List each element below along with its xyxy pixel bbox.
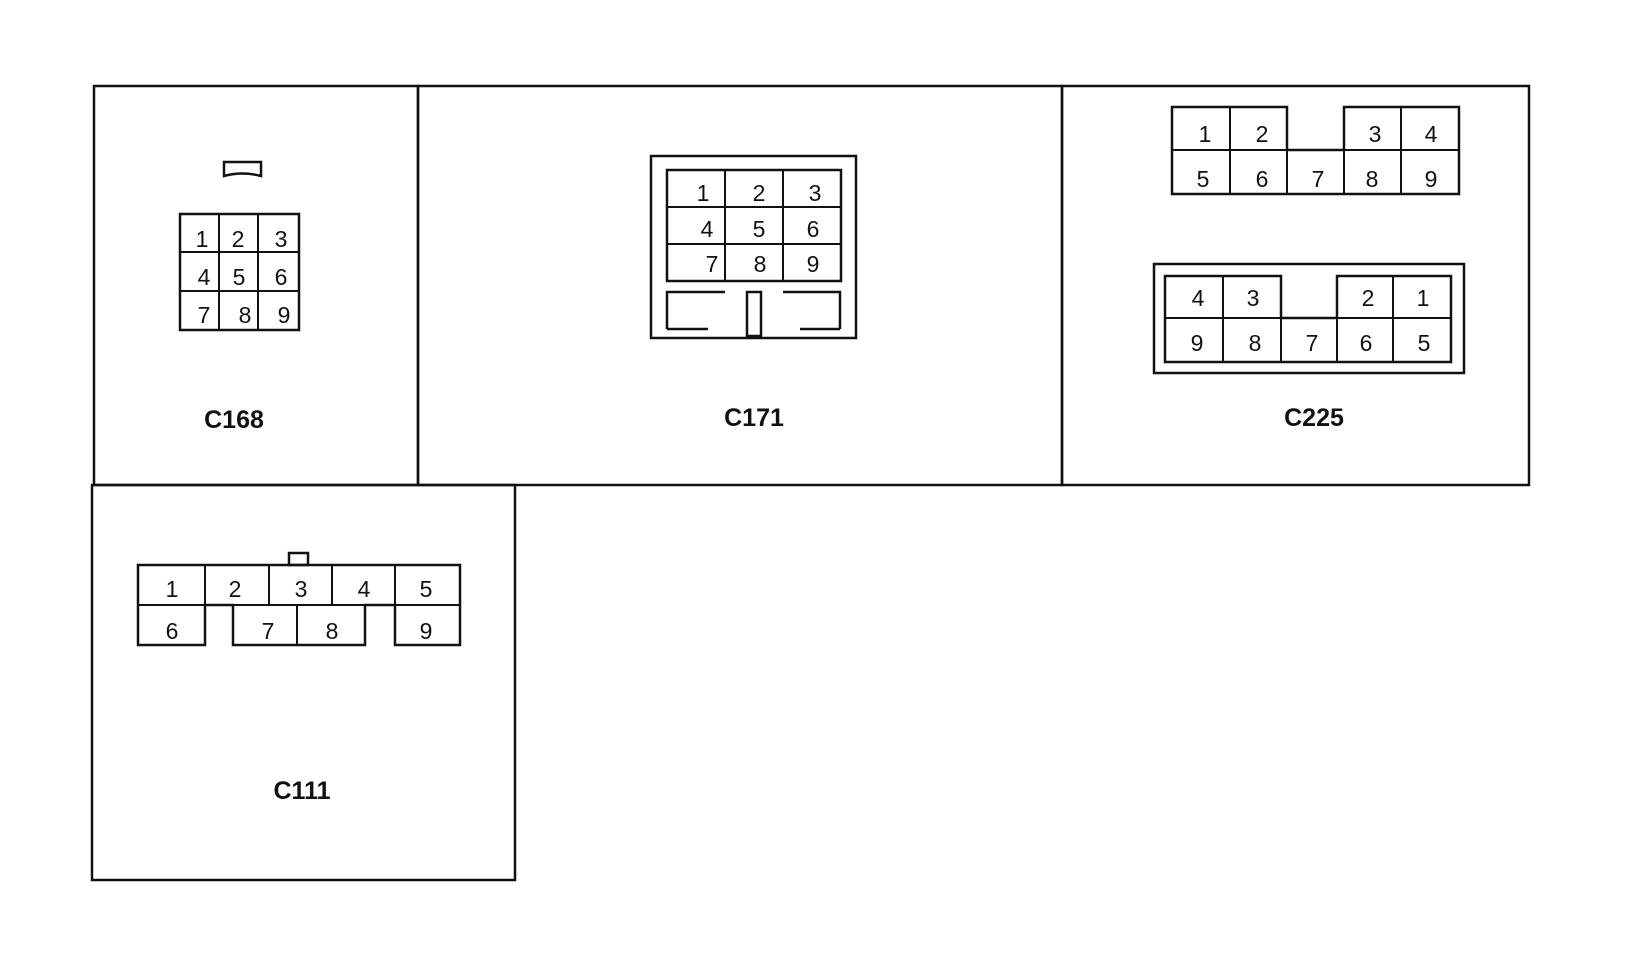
c171-pin: 6 <box>807 216 820 242</box>
c171-key-post <box>745 290 763 338</box>
c225-bottom-pin: 4 <box>1192 285 1205 311</box>
c225-top-pin: 8 <box>1366 166 1379 192</box>
connector-c168: 1 2 3 4 5 6 7 8 9 C168 <box>178 160 301 434</box>
c171-lock-right <box>783 290 842 329</box>
c225-top-pin: 5 <box>1197 166 1210 192</box>
c111-pin: 8 <box>326 618 339 644</box>
c168-pin: 3 <box>275 226 288 252</box>
c111-housing <box>136 563 462 647</box>
c225-label: C225 <box>1284 404 1344 432</box>
panel-c225 <box>1060 84 1531 487</box>
c111-pin: 4 <box>358 576 371 602</box>
c225-top-pin: 3 <box>1369 121 1382 147</box>
c168-pin: 7 <box>198 302 211 328</box>
c171-pin: 4 <box>701 216 714 242</box>
c168-latch <box>222 160 263 178</box>
c225-bottom-pin: 9 <box>1191 330 1204 356</box>
c168-label: C168 <box>204 406 264 434</box>
c168-pin: 1 <box>196 226 209 252</box>
c225-top-pin: 7 <box>1312 166 1325 192</box>
c111-pin: 2 <box>229 576 242 602</box>
panel-c111 <box>90 483 517 882</box>
c168-pin: 4 <box>198 264 211 290</box>
c168-pin: 8 <box>239 302 252 328</box>
c171-pin: 2 <box>753 180 766 206</box>
c171-pin: 9 <box>807 251 820 277</box>
c225-bottom-pin: 5 <box>1418 330 1431 356</box>
c225-top-cell-grid <box>1172 107 1459 194</box>
c168-pin: 5 <box>233 264 246 290</box>
c225-bottom-pin: 2 <box>1362 285 1375 311</box>
c225-bottom-pin: 1 <box>1417 285 1430 311</box>
c171-pin: 3 <box>809 180 822 206</box>
c111-key-tab <box>287 551 310 567</box>
c111-pin: 1 <box>166 576 179 602</box>
c225-bottom-pin: 7 <box>1306 330 1319 356</box>
c168-cell-grid <box>180 214 299 330</box>
c171-pin: 7 <box>706 251 719 277</box>
c225-bottom-cell-grid <box>1165 276 1451 362</box>
c111-pin: 7 <box>262 618 275 644</box>
connector-c171: 1 2 3 4 5 6 7 8 9 C171 <box>649 154 858 432</box>
c225-top-pin: 9 <box>1425 166 1438 192</box>
c225-bottom-pin: 3 <box>1247 285 1260 311</box>
c171-pin: 1 <box>697 180 710 206</box>
panel-frames <box>90 84 1531 882</box>
c168-pin: 6 <box>275 264 288 290</box>
c171-pin-block <box>665 168 843 283</box>
c171-pin: 8 <box>754 251 767 277</box>
c111-pin: 6 <box>166 618 179 644</box>
c111-pin: 9 <box>420 618 433 644</box>
c111-cell-grid <box>138 565 460 645</box>
connector-c111: 1 2 3 4 5 6 7 8 9 C111 <box>136 551 462 805</box>
c168-pin: 2 <box>232 226 245 252</box>
c225-top-pin: 6 <box>1256 166 1269 192</box>
c171-lock-left <box>665 290 725 329</box>
c171-outer-housing <box>649 154 858 340</box>
c111-pin: 5 <box>420 576 433 602</box>
c171-pin: 5 <box>753 216 766 242</box>
c225-top-pin: 1 <box>1199 121 1212 147</box>
c225-bottom-outer-housing <box>1152 262 1466 375</box>
c225-top-pin: 2 <box>1256 121 1269 147</box>
c171-cell-grid <box>667 170 841 281</box>
c111-pin: 3 <box>295 576 308 602</box>
c225-bottom-pin: 6 <box>1360 330 1373 356</box>
c168-housing <box>178 212 301 332</box>
c225-top-pin: 4 <box>1425 121 1438 147</box>
connector-c225: 1 2 3 4 5 6 7 8 9 4 3 2 1 9 8 7 6 5 C225 <box>1152 105 1466 432</box>
c111-label: C111 <box>273 777 330 805</box>
c171-label: C171 <box>724 404 784 432</box>
c168-pin: 9 <box>278 302 291 328</box>
c225-bottom-pin: 8 <box>1249 330 1262 356</box>
